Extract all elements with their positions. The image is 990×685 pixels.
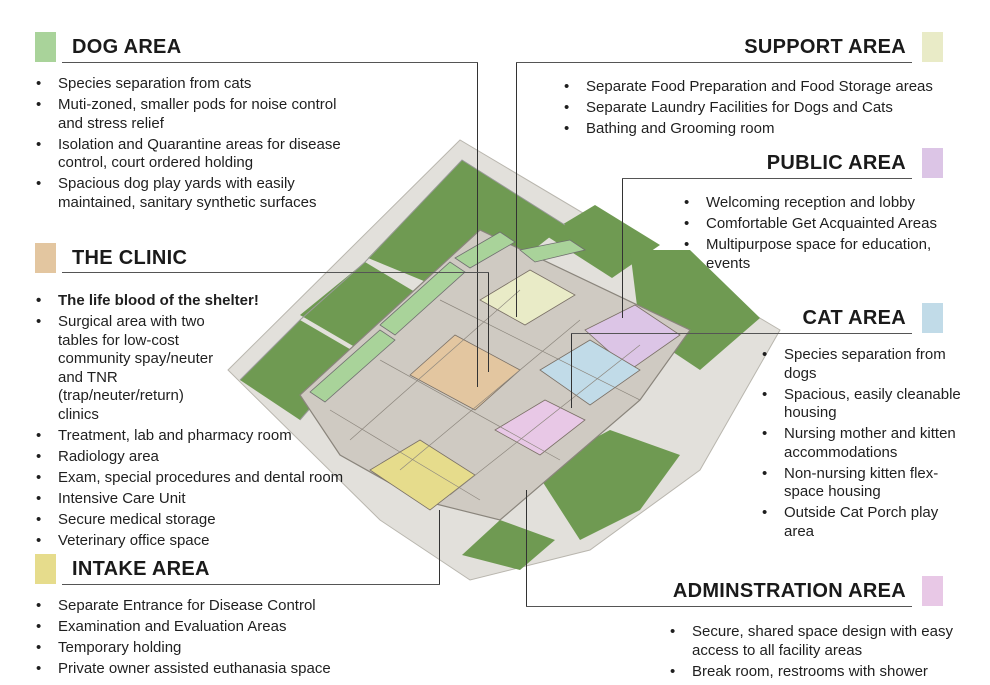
intake-area-swatch [35, 554, 56, 584]
list-item: Muti-zoned, smaller pods for noise contr… [36, 96, 356, 133]
public-area-title: PUBLIC AREA [766, 151, 906, 174]
admin-area-swatch [922, 576, 943, 606]
cat-area-rule [571, 333, 912, 334]
clinic-list: The life blood of the shelter! Surgical … [36, 292, 361, 553]
list-item: Separate Laundry Facilities for Dogs and… [564, 99, 954, 118]
support-area-list: Separate Food Preparation and Food Stora… [564, 78, 954, 141]
clinic-swatch [35, 243, 56, 273]
list-item: Surgical area with two tables for low-co… [36, 313, 228, 424]
cat-area-header: CAT AREA [802, 303, 943, 333]
admin-area-rule [526, 606, 912, 607]
south-lawn-2 [462, 520, 555, 570]
dog-play-yard-3 [368, 160, 565, 300]
admin-area-list: Secure, shared space design with easy ac… [670, 623, 960, 684]
dog-area-title: DOG AREA [72, 35, 182, 58]
dog-play-yard-1 [240, 320, 360, 420]
intake-area-title: INTAKE AREA [72, 557, 210, 580]
list-item: Veterinary office space [36, 532, 361, 551]
list-item: Welcoming reception and lobby [684, 194, 954, 213]
dog-kennel-row-1 [309, 329, 396, 403]
list-item: The life blood of the shelter! [36, 292, 361, 311]
admin-zone [494, 399, 586, 456]
list-item: Temporary holding [36, 639, 366, 658]
admin-area-title: ADMINSTRATION AREA [672, 579, 906, 602]
clinic-header: THE CLINIC [35, 243, 187, 273]
cat-area-swatch [922, 303, 943, 333]
list-item: Spacious, easily cleanable housing [762, 386, 962, 423]
list-item: Exam, special procedures and dental room [36, 469, 361, 488]
dog-kennel-row-4 [519, 239, 586, 263]
intake-area-rule [62, 584, 440, 585]
list-item: Species separation from cats [36, 75, 356, 94]
support-area-title: SUPPORT AREA [744, 35, 906, 58]
list-item: Bathing and Grooming room [564, 120, 954, 139]
support-zone [479, 269, 576, 326]
dog-kennel-row-3 [454, 231, 516, 269]
list-item: Non-nursing kitten flex-space housing [762, 465, 962, 502]
cat-leader-vertical [571, 333, 573, 408]
admin-leader-vertical [526, 490, 528, 606]
cat-area-list: Species separation from dogs Spacious, e… [762, 346, 962, 544]
list-item: Examination and Evaluation Areas [36, 618, 366, 637]
list-item: Separate Entrance for Disease Control [36, 597, 366, 616]
support-leader-vertical [516, 62, 518, 317]
intake-area-header: INTAKE AREA [35, 554, 210, 584]
list-item: Break room, restrooms with shower [670, 663, 960, 682]
list-item: Multipurpose space for education, events [684, 236, 954, 273]
list-item: Nursing mother and kitten accommodations [762, 425, 962, 462]
list-item: Intensive Care Unit [36, 490, 361, 509]
list-item: Private owner assisted euthanasia space [36, 660, 366, 679]
support-area-header: SUPPORT AREA [744, 32, 943, 62]
public-leader-vertical [622, 178, 624, 318]
list-item: Species separation from dogs [762, 346, 962, 383]
list-item: Outside Cat Porch play area [762, 504, 962, 541]
intake-leader-vertical [439, 510, 441, 585]
list-item: Spacious dog play yards with easily main… [36, 175, 356, 212]
list-item: Secure, shared space design with easy ac… [670, 623, 960, 660]
list-item: Separate Food Preparation and Food Stora… [564, 78, 954, 97]
list-item: Secure medical storage [36, 511, 361, 530]
dog-area-header: DOG AREA [35, 32, 181, 62]
support-area-rule [516, 62, 912, 63]
public-area-swatch [922, 148, 943, 178]
list-item: Radiology area [36, 448, 361, 467]
cat-zone [539, 339, 641, 406]
intake-area-list: Separate Entrance for Disease Control Ex… [36, 597, 366, 681]
support-area-swatch [922, 32, 943, 62]
dog-area-rule [62, 62, 478, 63]
list-item: Treatment, lab and pharmacy room [36, 427, 361, 446]
clinic-rule [62, 272, 489, 273]
public-area-header: PUBLIC AREA [767, 148, 943, 178]
admin-area-header: ADMINSTRATION AREA [673, 576, 943, 606]
clinic-title: THE CLINIC [72, 246, 188, 269]
public-area-list: Welcoming reception and lobby Comfortabl… [684, 194, 954, 276]
list-item: Comfortable Get Acquainted Areas [684, 215, 954, 234]
dog-area-list: Species separation from cats Muti-zoned,… [36, 75, 356, 215]
clinic-leader-vertical [488, 272, 490, 372]
dog-area-swatch [35, 32, 56, 62]
cat-area-title: CAT AREA [802, 306, 906, 329]
list-item: Isolation and Quarantine areas for disea… [36, 136, 356, 173]
public-area-rule [622, 178, 912, 179]
dog-leader-vertical [477, 62, 479, 387]
